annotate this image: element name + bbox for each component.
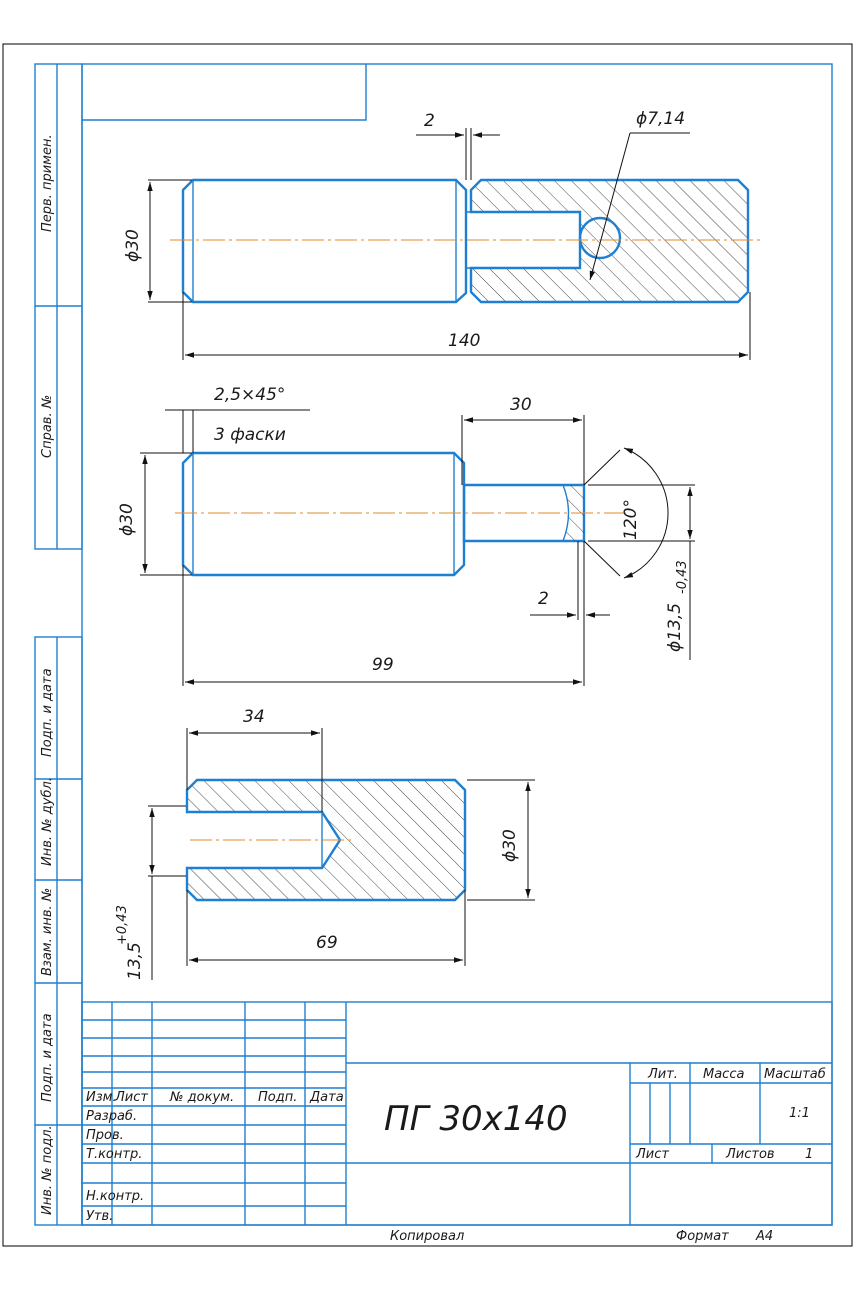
view2-dim-len: 99: [372, 655, 394, 675]
tb-masshtab-value: 1:1: [789, 1106, 810, 1121]
stamp-inv-dubl: Инв. № дубл.: [40, 777, 55, 866]
title-block: [81, 1001, 833, 1226]
view1-ball: [578, 216, 622, 260]
view1-dim-ball: ϕ7,14: [636, 109, 685, 129]
stamp-inv-podl: Инв. № подл.: [40, 1125, 55, 1215]
view2-dim-stub: 30: [510, 395, 532, 415]
view3-dim-hole-tol: +0,43: [115, 905, 130, 945]
side-stamp-lower: [34, 636, 83, 1226]
view3-dim-bore: 34: [243, 707, 265, 727]
view3-dim-hole: 13,5: [125, 942, 145, 980]
tb-role-razrab: Разраб.: [86, 1109, 137, 1124]
view2-chamfer: 2,5×45°: [214, 385, 285, 405]
view2-dim-stub-dia: ϕ13,5: [665, 603, 685, 652]
footer-kopiroval: Копировал: [390, 1229, 464, 1244]
side-stamp-upper: [34, 63, 83, 550]
tb-role-nkontr: Н.контр.: [86, 1189, 144, 1204]
view2-chamfer-note: 3 фаски: [214, 425, 286, 445]
tb-header-podp: Подп.: [258, 1090, 297, 1105]
view1-hatched-section: [471, 180, 748, 302]
view-2-pin: ϕ30 99 30 2 2,5×45° 3 фаски 120° ϕ13,5 -…: [117, 385, 695, 686]
sheet-outer-border: [2, 43, 853, 1247]
tb-listov-value: 1: [805, 1147, 813, 1162]
view1-dim-len: 140: [448, 331, 480, 351]
tb-lit-label: Лит.: [647, 1067, 678, 1082]
view2-angle: 120°: [621, 499, 641, 540]
view1-cylinder: [181, 178, 468, 304]
view2-dim-gap: 2: [538, 589, 549, 609]
tb-listov-label: Листов: [725, 1147, 775, 1162]
tb-role-utv: Утв.: [86, 1209, 113, 1224]
view2-dim-stub-tol: -0,43: [675, 560, 690, 594]
stamp-podp-data-2: Подп. и дата: [40, 1013, 55, 1102]
view1-dim-gap: 2: [424, 111, 435, 131]
stamp-podp-data-1: Подп. и дата: [40, 668, 55, 757]
tb-header-data: Дата: [309, 1090, 344, 1105]
view3-dim-dia: ϕ30: [500, 829, 520, 862]
tb-header-list: Лист: [114, 1090, 148, 1105]
stamp-sprav-no: Справ. №: [40, 395, 55, 458]
stamp-perv-primen: Перв. примен.: [40, 134, 55, 232]
view2-dim-dia: ϕ30: [117, 503, 137, 536]
view3-hatched-section: [187, 780, 465, 900]
footer-format-value: А4: [755, 1229, 773, 1244]
view2-cylinder: [181, 451, 466, 577]
view-3-sleeve: 34 ϕ30 69 13,5 +0,43: [115, 707, 535, 980]
view-1-assembly: ϕ30 140 2 ϕ7,14: [123, 109, 762, 360]
view1-dim-dia: ϕ30: [123, 229, 143, 262]
stamp-vzam-inv: Взам. инв. №: [40, 888, 55, 976]
tb-designation: ПГ 30х140: [384, 1099, 568, 1139]
view3-dim-len: 69: [316, 933, 338, 953]
top-designation-box: [82, 64, 367, 121]
tb-header-doc: № докум.: [169, 1090, 234, 1105]
view3-outline: [185, 778, 467, 902]
tb-role-prov: Пров.: [86, 1128, 124, 1143]
tb-massa-label: Масса: [703, 1067, 744, 1082]
tb-role-tkontr: Т.контр.: [86, 1147, 142, 1162]
tb-list-label: Лист: [635, 1147, 669, 1162]
footer-format-label: Формат: [676, 1229, 729, 1244]
tb-masshtab-label: Масштаб: [764, 1067, 826, 1082]
tb-header-izm: Изм.: [86, 1090, 117, 1105]
